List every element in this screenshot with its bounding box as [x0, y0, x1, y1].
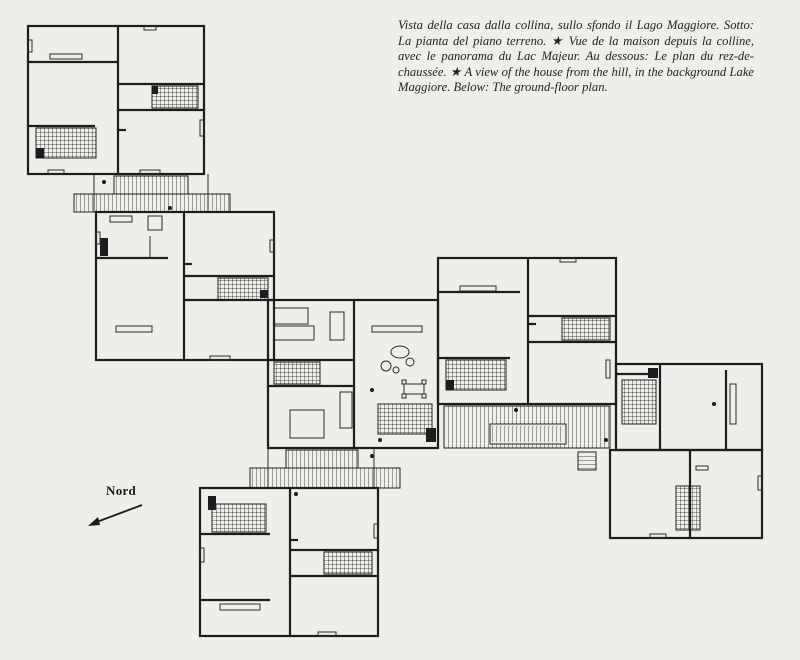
central-living-plan	[266, 298, 440, 450]
unit-2-plan	[94, 210, 276, 362]
unit-1-plan	[26, 24, 206, 176]
unit-4-plan	[436, 256, 618, 406]
north-arrow-icon	[88, 504, 143, 526]
unit-3-plan	[198, 486, 380, 638]
stair-bridge-1	[73, 174, 231, 213]
unit-5-plan	[608, 362, 764, 540]
stair-bridge-3	[443, 405, 611, 471]
north-label: Nord	[106, 483, 137, 498]
stair-bridge-2	[249, 448, 401, 489]
plan-caption: Vista della casa dalla collina, sullo sf…	[398, 18, 754, 95]
